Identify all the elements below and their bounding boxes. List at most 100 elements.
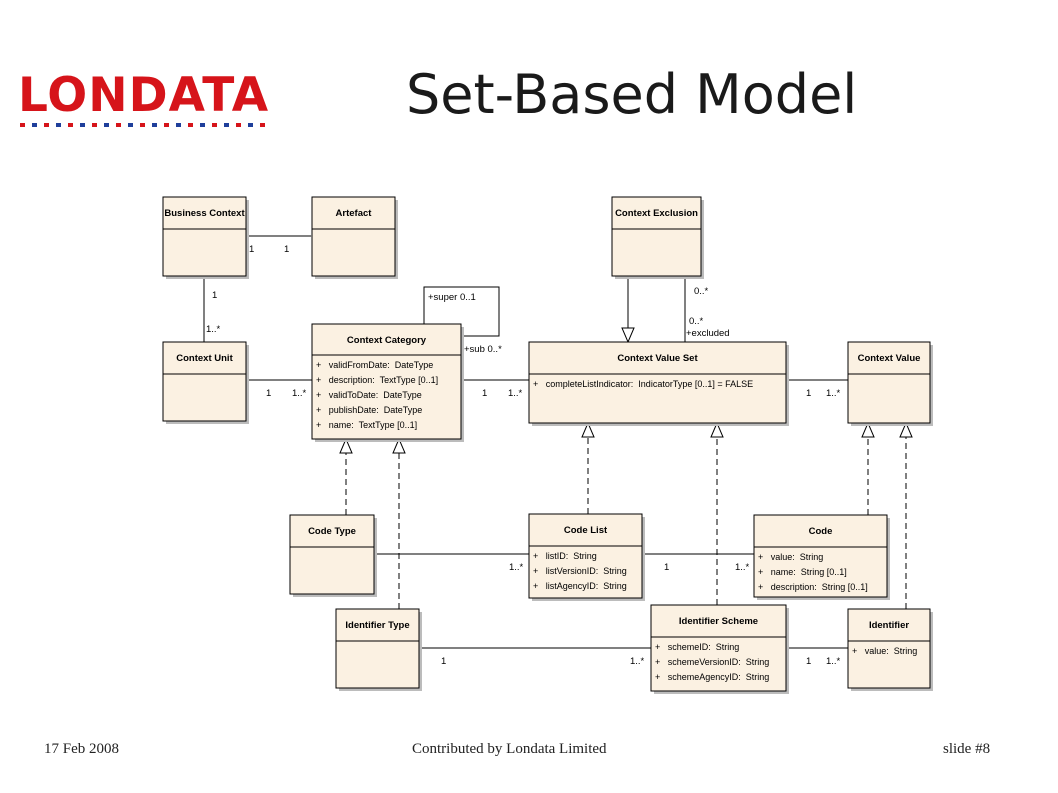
class-context-value: Context Value [847,341,933,426]
logo-text: LONDATA [18,68,270,123]
class-attribute: + validToDate: DateType [316,390,422,400]
class-code: Code + value: String + name: String [0..1]… [753,514,890,600]
class-attribute: + schemeID: String [655,642,739,652]
class-identifier-scheme: Identifier Scheme + schemeID: String + sch… [650,604,789,694]
footer-slide-number: slide #8 [943,741,991,757]
class-box [289,514,375,595]
logo-dot [152,123,157,127]
class-attribute: + description: TextType [0..1] [316,375,438,385]
class-identifier: Identifier + value: String [847,608,933,691]
logo-dot [188,123,193,127]
class-box [162,196,247,277]
class-name: Context Value [858,353,921,364]
class-attribute: + completeListIndicator: IndicatorType [… [533,379,753,389]
mult-cc-cvs-left: 1 [482,388,487,399]
logo-dot [224,123,229,127]
class-boxes: Business Context Artefact Context Exclusio… [162,196,933,694]
mult-cl-code-right: 1..* [735,562,750,573]
class-name: Identifier [869,620,909,631]
logo-dot [56,123,61,127]
class-attribute: + listAgencyID: String [533,581,627,591]
mult-is-id-right: 1..* [826,656,841,667]
logo-dot [116,123,121,127]
class-box [311,323,462,440]
class-context-value-set: Context Value Set + completeListIndicator… [528,341,789,426]
logo-dot [140,123,145,127]
class-name: Artefact [336,208,373,219]
class-box [847,608,931,689]
class-artefact: Artefact [311,196,398,279]
class-attribute: + validFromDate: DateType [316,360,433,370]
class-name: Code Type [308,526,356,537]
class-name: Context Unit [176,353,233,364]
class-name: Identifier Type [345,620,409,631]
class-attribute: + value: String [852,646,917,656]
logo-dot [128,123,133,127]
class-name: Identifier Scheme [679,616,758,627]
logo-dot [44,123,49,127]
logo-dot [104,123,109,127]
class-attribute: + listVersionID: String [533,566,627,576]
class-name: Code List [564,525,608,536]
class-code-list: Code List + listID: String + listVersionID… [528,513,645,601]
class-name: Context Value Set [617,353,698,364]
footer-date: 17 Feb 2008 [44,741,119,757]
class-box [335,608,420,689]
mult-ce-bottom: 0..* [689,316,704,327]
class-box [650,604,787,692]
logo-dot [260,123,265,127]
logo-dot [212,123,217,127]
mult-cu-cc-left: 1 [266,388,271,399]
mult-is-id-left: 1 [806,656,811,667]
associations [200,232,848,652]
logo-dot [80,123,85,127]
class-box [311,196,396,277]
mult-sub: +sub 0..* [464,344,502,355]
class-box [162,341,247,422]
mult-bc-cu-top: 1 [212,290,217,301]
logo-dot [164,123,169,127]
class-attribute: + value: String [758,552,823,562]
mult-cvs-cv-left: 1 [806,388,811,399]
logo-dotted-underline [20,123,265,127]
class-box [528,341,787,424]
class-attribute: + description: String [0..1] [758,582,868,592]
self-association-context-category [420,286,500,342]
class-context-category: Context Category + validFromDate: DateTyp… [311,323,464,442]
class-code-type: Code Type [289,514,377,597]
class-name: Code [809,526,833,537]
class-name: Business Context [164,208,245,219]
realizations [339,421,913,609]
class-box [847,341,931,424]
logo-dot [176,123,181,127]
slide-title: Set-Based Model [406,63,858,126]
class-attribute: + publishDate: DateType [316,405,422,415]
mult-it-is-right: 1..* [630,656,645,667]
class-identifier-type: Identifier Type [335,608,422,691]
class-business-context: Business Context [162,196,249,279]
logo-dot [32,123,37,127]
class-name: Context Category [347,335,427,346]
mult-cc-cvs-right: 1..* [508,388,523,399]
logo-dot [92,123,97,127]
mult-it-is-left: 1 [441,656,446,667]
class-attribute: + listID: String [533,551,597,561]
footer-credit: Contributed by Londata Limited [412,741,607,757]
mult-bc-art-left: 1 [249,244,254,255]
mult-ct-cl: 1..* [509,562,524,573]
class-attribute: + schemeVersionID: String [655,657,769,667]
mult-cl-code-left: 1 [664,562,669,573]
mult-bc-cu-bottom: 1..* [206,324,221,335]
mult-bc-art-right: 1 [284,244,289,255]
class-attribute: + schemeAgencyID: String [655,672,769,682]
class-attribute: + name: TextType [0..1] [316,420,417,430]
logo-dot [20,123,25,127]
class-box [528,513,643,599]
multiplicity-labels: 1 1 1 1..* 1 1..* +super 0..1 +sub 0..* … [206,244,841,667]
class-box [753,514,888,598]
mult-cu-cc-right: 1..* [292,388,307,399]
mult-super: +super 0..1 [428,292,476,303]
class-attribute: + name: String [0..1] [758,567,847,577]
class-name: Context Exclusion [615,208,698,219]
